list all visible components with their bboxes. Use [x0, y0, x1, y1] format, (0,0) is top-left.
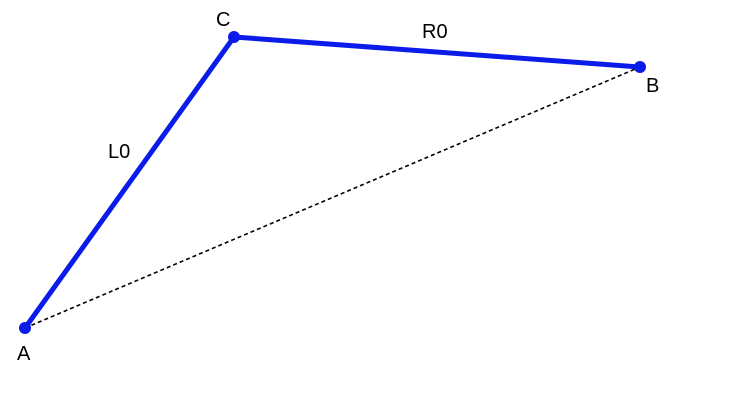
- segment-ac: [22, 34, 237, 331]
- point-label-b: B: [646, 75, 659, 97]
- segment-label-l0: L0: [108, 141, 130, 163]
- point-label-a: A: [17, 343, 31, 365]
- point-a: [19, 322, 31, 334]
- segment-label-r0: R0: [422, 21, 448, 43]
- point-label-c: C: [216, 9, 230, 31]
- segment-cb: [231, 34, 643, 70]
- point-c: [228, 31, 240, 43]
- point-b: [634, 61, 646, 73]
- dashed-line-ab: [24, 66, 641, 329]
